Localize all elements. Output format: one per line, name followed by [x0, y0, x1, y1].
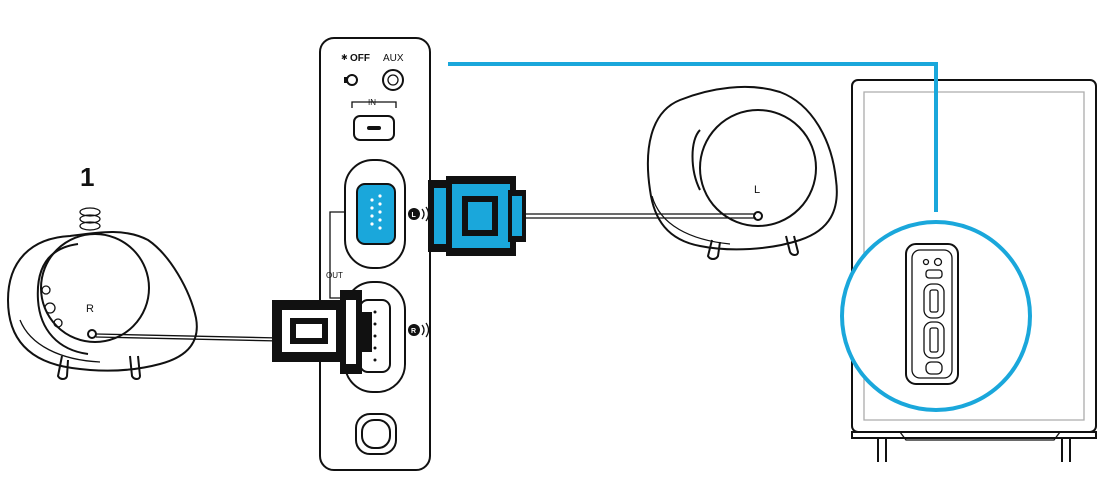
- in-label: IN: [368, 98, 376, 107]
- control-knob: [41, 285, 51, 295]
- bluetooth-toggle[interactable]: [346, 74, 358, 86]
- left-speaker: L: [646, 85, 838, 260]
- step-number: 1: [80, 162, 94, 192]
- bluetooth-off-label: OFF: [350, 53, 370, 64]
- input-port[interactable]: [353, 115, 395, 141]
- left-speaker-output-icon: [408, 208, 420, 220]
- volume-knob: [53, 318, 63, 328]
- aux-label: AUX: [383, 53, 404, 64]
- svg-text:R: R: [411, 328, 416, 335]
- svg-text:L: L: [412, 212, 417, 219]
- right-speaker-label: R: [86, 303, 94, 315]
- left-output-slot: [344, 159, 406, 269]
- control-panel: ✱ OFF AUX IN OUT L R: [319, 37, 431, 471]
- right-speaker-output-icon: [408, 324, 420, 336]
- subwoofer-panel-callout: [840, 220, 1032, 412]
- aux-port[interactable]: [382, 69, 404, 91]
- callout-line: [448, 62, 938, 212]
- right-speaker-connector: [272, 290, 372, 374]
- out-label: OUT: [326, 271, 343, 280]
- left-speaker-connector: [428, 176, 526, 256]
- bottom-knob[interactable]: [355, 413, 397, 455]
- power-icon: [44, 302, 56, 314]
- right-speaker: R: [6, 207, 198, 380]
- left-speaker-label: L: [754, 184, 760, 196]
- right-speaker-cable-port: [87, 329, 97, 339]
- right-speaker-cable: [95, 333, 281, 339]
- bluetooth-icon: ✱: [341, 53, 348, 62]
- left-output-port: [356, 183, 396, 245]
- right-speaker-top-button: [79, 207, 101, 231]
- left-speaker-cable-port: [753, 211, 763, 221]
